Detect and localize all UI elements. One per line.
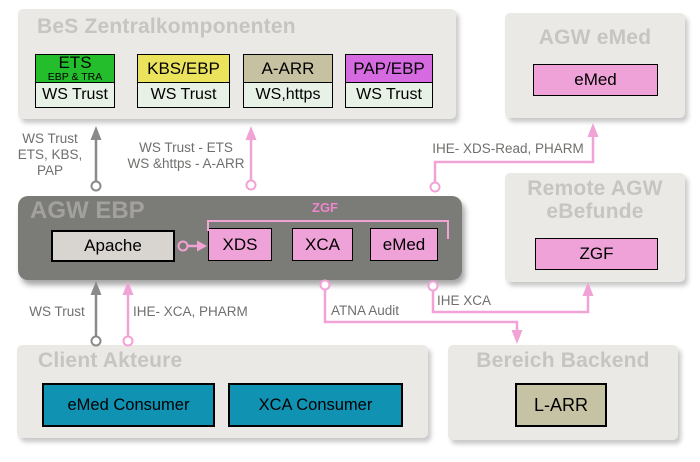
emed-module: eMed: [370, 228, 438, 261]
ets-protocol: WS Trust: [35, 81, 115, 108]
label-line: WS Trust: [22, 131, 78, 146]
l-arr-component: L-ARR: [515, 383, 607, 427]
a-arr-protocol: WS,https: [243, 81, 333, 108]
client-panel-title: Client Akteure: [38, 349, 183, 372]
a-arr-component: A-ARR: [243, 54, 333, 83]
label-line: PAP: [36, 163, 63, 178]
ets-subname: EBP & TRA: [47, 70, 103, 83]
remote-agw-title-line2: eBefunde: [546, 200, 644, 223]
label-atna-audit: ATNA Audit: [331, 303, 400, 318]
kbs-ebp-component: KBS/EBP: [137, 54, 230, 83]
xds-module: XDS: [208, 228, 272, 261]
remote-agw-panel-title: Remote AGW eBefunde: [505, 177, 685, 223]
connector-ihe-xca-pharm-to-agw-ebp: [122, 281, 134, 347]
label-ihe-xca-pharm: IHE- XCA, PHARM: [133, 304, 248, 319]
agw-emed-component: eMed: [533, 64, 658, 96]
ets-name: ETS: [58, 53, 92, 73]
label-ws-trust-client: WS Trust: [29, 304, 85, 319]
pap-ebp-protocol: WS Trust: [345, 81, 433, 108]
label-line: WS Trust - ETS: [139, 140, 233, 155]
emed-consumer-component: eMed Consumer: [42, 383, 215, 427]
connector-ws-trust-client-to-agw-ebp: [90, 281, 102, 347]
label-ws-trust-bes: WS Trust ETS, KBS, PAP: [8, 131, 92, 179]
backend-panel-title: Bereich Backend: [476, 349, 650, 372]
label-ws-trust-ets: WS Trust - ETS WS &https - A-ARR: [108, 140, 264, 172]
remote-agw-title-line1: Remote AGW: [527, 177, 663, 200]
agw-emed-panel-title: AGW eMed: [538, 26, 652, 49]
agw-ebp-panel-title: AGW EBP: [30, 197, 145, 224]
zgf-bracket-label: ZGF: [312, 200, 338, 215]
ets-component: ETS EBP & TRA: [35, 54, 115, 83]
remote-zgf-component: ZGF: [535, 238, 658, 270]
connector-ws-trust-to-bes: [90, 126, 102, 192]
apache-component: Apache: [51, 230, 175, 262]
xca-module: XCA: [292, 228, 353, 261]
xca-consumer-component: XCA Consumer: [228, 383, 403, 427]
label-line: ETS, KBS,: [17, 147, 83, 162]
bes-panel-title: BeS Zentralkomponenten: [37, 15, 296, 38]
kbs-ebp-protocol: WS Trust: [137, 81, 230, 108]
pap-ebp-component: PAP/EBP: [345, 54, 433, 83]
label-line: WS &https - A-ARR: [127, 156, 245, 171]
label-ihe-xca: IHE XCA: [437, 293, 492, 308]
label-ihe-xds-read: IHE- XDS-Read, PHARM: [432, 141, 584, 156]
